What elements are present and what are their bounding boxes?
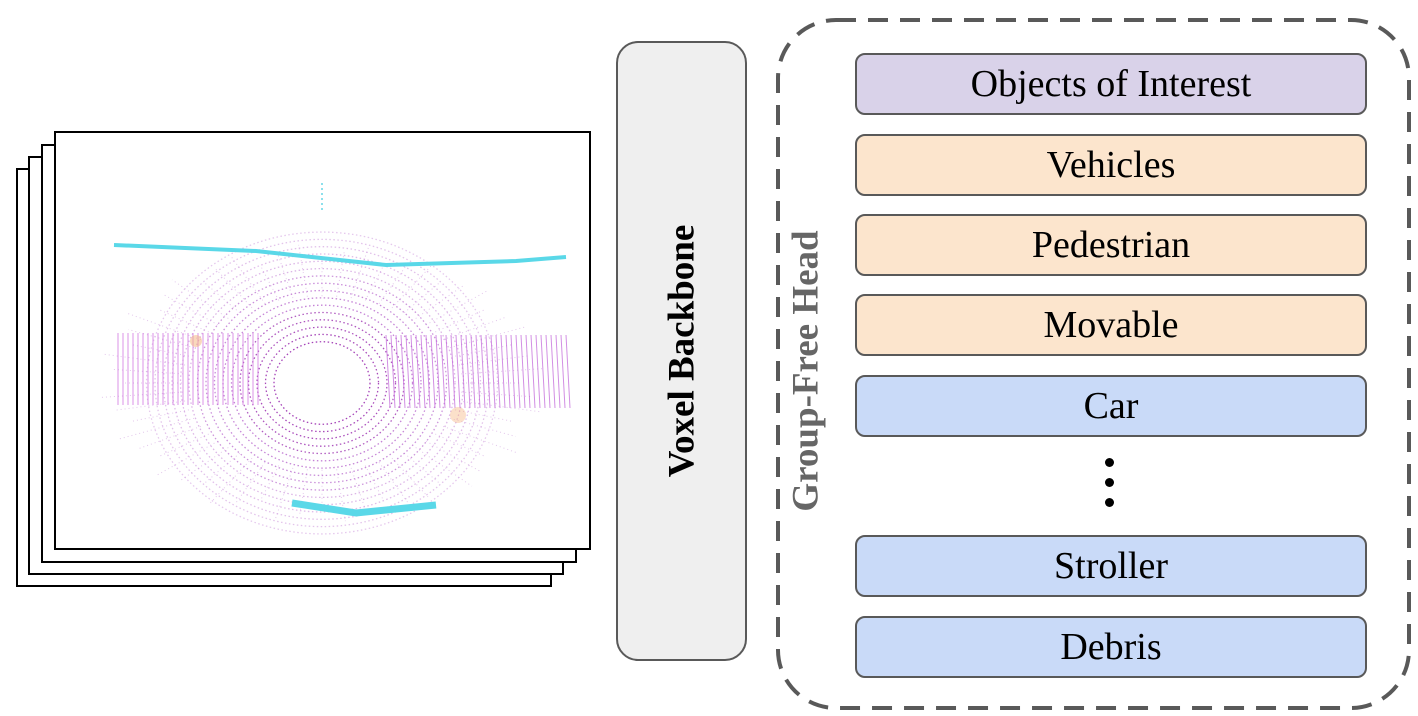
class-box-objects-of-interest: Objects of Interest bbox=[855, 53, 1367, 115]
class-box-debris: Debris bbox=[855, 616, 1367, 678]
voxel-backbone-label: Voxel Backbone bbox=[661, 224, 702, 478]
class-box-stroller: Stroller bbox=[855, 535, 1367, 597]
scan-frame-front bbox=[54, 131, 591, 550]
class-box-car: Car bbox=[855, 375, 1367, 437]
group-free-head-label: Group-Free Head bbox=[785, 230, 827, 512]
lidar-point-cloud-image bbox=[99, 183, 571, 535]
vertical-ellipsis-icon bbox=[1102, 458, 1116, 518]
class-box-movable: Movable bbox=[855, 294, 1367, 356]
voxel-backbone-block: Voxel Backbone bbox=[616, 41, 747, 661]
class-box-pedestrian: Pedestrian bbox=[855, 214, 1367, 276]
class-box-vehicles: Vehicles bbox=[855, 134, 1367, 196]
